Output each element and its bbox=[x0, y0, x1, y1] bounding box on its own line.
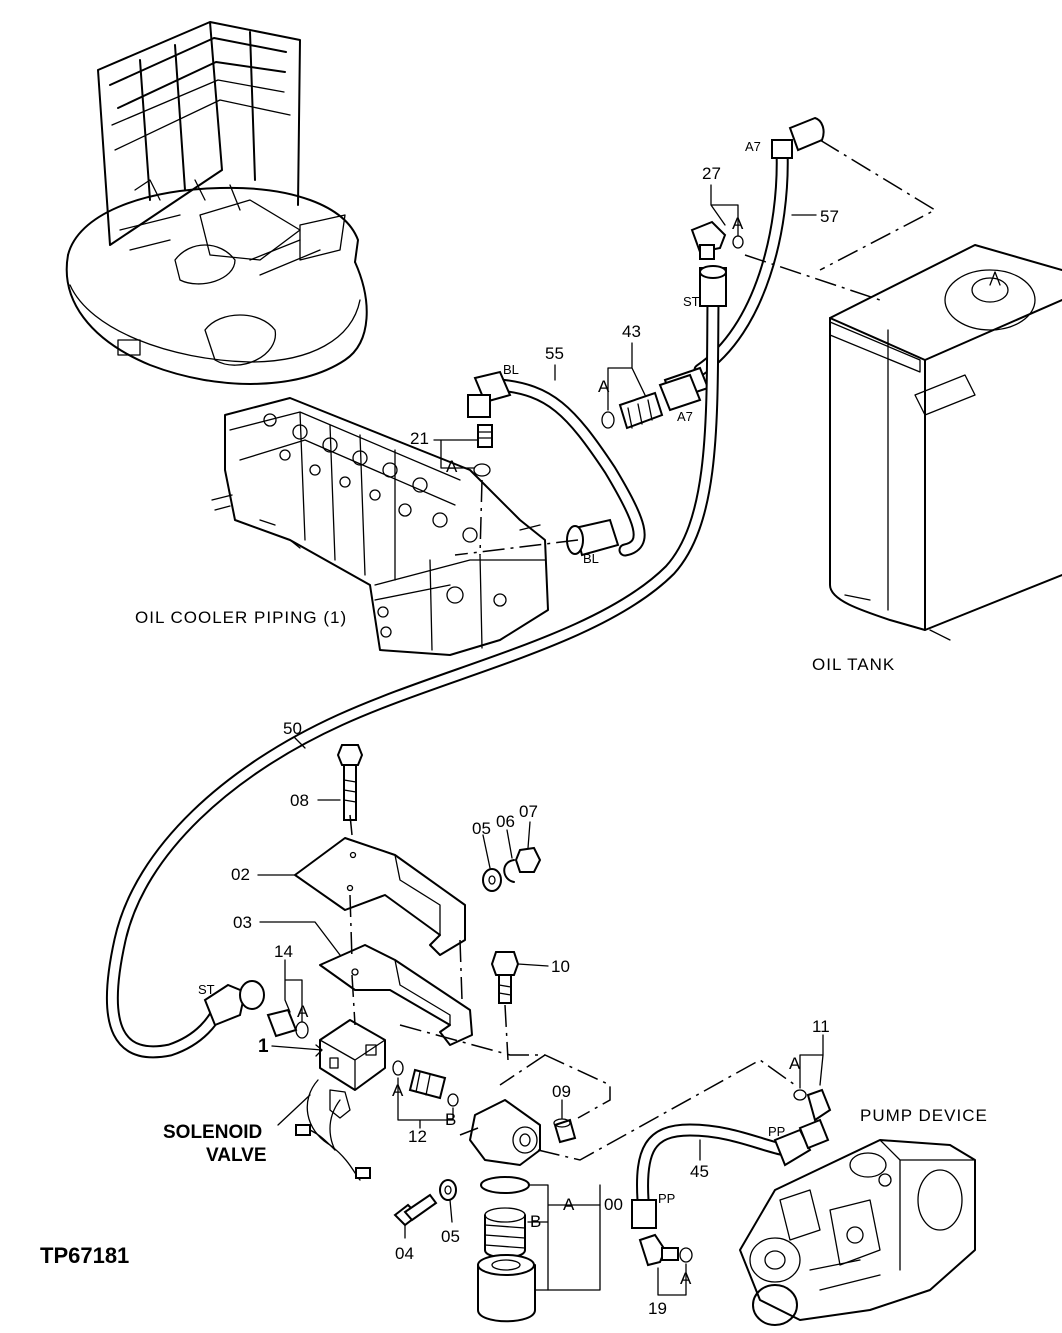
control-valve-illustration bbox=[211, 397, 549, 656]
callout-06: 06 bbox=[496, 812, 515, 831]
port-pp-right: PP bbox=[768, 1124, 786, 1139]
washer-05-bottom bbox=[439, 1179, 457, 1201]
callout-55: 55 bbox=[545, 344, 564, 363]
filter-assembly bbox=[469, 1099, 541, 1323]
callout-1: 1 bbox=[258, 1036, 269, 1057]
seal-a-27: A bbox=[732, 214, 744, 233]
seal-a-14: A bbox=[297, 1002, 309, 1021]
callout-10: 10 bbox=[551, 957, 570, 976]
excavator-illustration bbox=[65, 21, 368, 385]
seal-a-00: A bbox=[563, 1195, 575, 1214]
callout-21: 21 bbox=[410, 429, 429, 448]
port-pp-left: PP bbox=[658, 1191, 676, 1206]
spacer-09 bbox=[553, 1118, 577, 1144]
bolt-10 bbox=[490, 951, 520, 1004]
figure-code: TP67181 bbox=[40, 1243, 130, 1268]
nut-07 bbox=[514, 846, 542, 873]
washer-06 bbox=[503, 859, 515, 883]
seal-a-19: A bbox=[680, 1269, 692, 1288]
bracket-02 bbox=[294, 837, 466, 956]
port-a7-mid: A7 bbox=[677, 409, 693, 424]
hose-50 bbox=[105, 265, 727, 1059]
callout-07: 07 bbox=[519, 802, 538, 821]
callout-45: 45 bbox=[690, 1162, 709, 1181]
seal-a-12: A bbox=[392, 1081, 404, 1100]
callout-05-top: 05 bbox=[472, 819, 491, 838]
callout-14: 14 bbox=[274, 942, 293, 961]
callout-05-bottom: 05 bbox=[441, 1227, 460, 1246]
port-bl-top: BL bbox=[503, 362, 519, 377]
pump-device-illustration bbox=[739, 1139, 976, 1326]
callout-09: 09 bbox=[552, 1082, 571, 1101]
port-bl-bottom: BL bbox=[583, 551, 599, 566]
bolt-04 bbox=[393, 1193, 438, 1227]
hose-55 bbox=[467, 370, 646, 557]
leader-lines bbox=[257, 184, 824, 1296]
callout-43: 43 bbox=[622, 322, 641, 341]
oil-tank-label: OIL TANK bbox=[812, 655, 896, 674]
solenoid-valve-label-line2: VALVE bbox=[206, 1145, 267, 1166]
callout-27: 27 bbox=[702, 164, 721, 183]
fitting-43 bbox=[601, 373, 702, 430]
fitting-11 bbox=[793, 1088, 832, 1122]
port-a7-top: A7 bbox=[745, 139, 761, 154]
callout-57: 57 bbox=[820, 207, 839, 226]
washer-05-top bbox=[482, 868, 502, 892]
connection-lines bbox=[349, 139, 937, 1161]
hose-57 bbox=[663, 116, 825, 402]
port-st-bottom: ST bbox=[198, 982, 215, 997]
callout-03: 03 bbox=[233, 913, 252, 932]
solenoid-valve-label-line1: SOLENOID bbox=[163, 1122, 263, 1143]
fitting-21 bbox=[473, 424, 493, 477]
callout-04: 04 bbox=[395, 1244, 414, 1263]
callout-50: 50 bbox=[283, 719, 302, 738]
oil-cooler-piping-label: OIL COOLER PIPING (1) bbox=[135, 608, 348, 627]
seal-b-00: B bbox=[530, 1212, 542, 1231]
port-st-top: ST bbox=[683, 294, 700, 309]
seal-a-21: A bbox=[446, 457, 458, 476]
seal-b-12: B bbox=[445, 1110, 457, 1129]
solenoid-valve-illustration bbox=[295, 1019, 386, 1181]
bracket-03 bbox=[319, 944, 473, 1046]
callout-11: 11 bbox=[812, 1017, 830, 1036]
oil-tank-illustration bbox=[829, 244, 1062, 641]
callout-00: 00 bbox=[604, 1195, 623, 1214]
fitting-14 bbox=[266, 1008, 309, 1039]
callout-12: 12 bbox=[408, 1127, 427, 1146]
pump-device-label: PUMP DEVICE bbox=[860, 1106, 988, 1125]
seal-a-11: A bbox=[789, 1054, 801, 1073]
seal-a-43: A bbox=[598, 377, 610, 396]
fitting-19 bbox=[638, 1233, 693, 1267]
callout-02: 02 bbox=[231, 865, 250, 884]
bolt-08 bbox=[336, 744, 364, 821]
callout-08: 08 bbox=[290, 791, 309, 810]
fitting-12 bbox=[392, 1060, 459, 1107]
hose-45 bbox=[631, 1118, 830, 1229]
callout-19: 19 bbox=[648, 1299, 667, 1318]
fitting-27 bbox=[690, 220, 744, 260]
